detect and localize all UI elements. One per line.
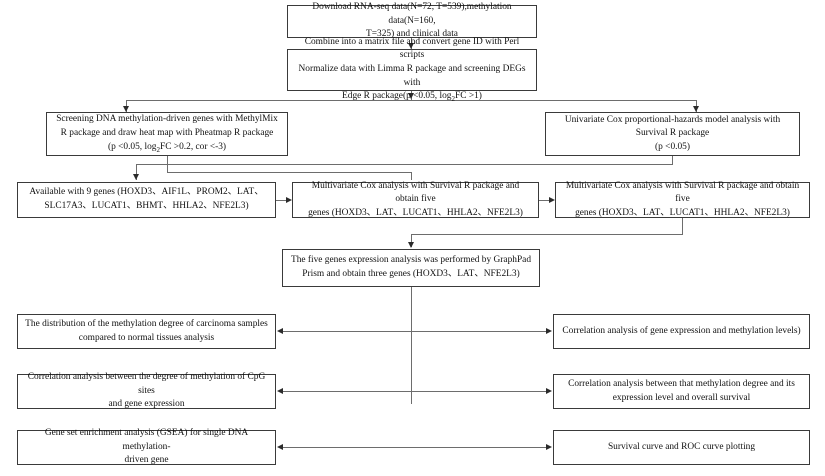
node-text: Multivariate Cox analysis with Survival … (565, 180, 800, 218)
connector-n5-n6 (276, 200, 290, 201)
arrow-into-n5-icon (133, 174, 139, 180)
arrow-n5-n6-icon (286, 197, 292, 203)
node-univariate-cox: Univariate Cox proportional-hazards mode… (545, 112, 800, 156)
node-text: Screening DNA methylation-driven genes w… (56, 114, 278, 154)
connector-n7-drop (682, 218, 683, 234)
connector-n8-spine (411, 287, 412, 404)
node-text: Combine into a matrix file and convert g… (298, 36, 526, 104)
connector-n7-run (411, 234, 683, 235)
arrow-n6-n7-icon (549, 197, 555, 203)
node-text: Correlation analysis between that methyl… (568, 378, 795, 403)
connector-n12-n11 (281, 391, 550, 392)
node-correlation-expression-methylation: Correlation analysis of gene expression … (553, 314, 810, 349)
node-correlation-cpg-expression: Correlation analysis between the degree … (17, 372, 276, 410)
arrow-into-n4-icon (693, 106, 699, 112)
node-gsea-analysis: Gene set enrichment analysis (GSEA) for … (17, 428, 276, 466)
connector-n14-n13 (281, 447, 550, 448)
node-text: Available with 9 genes (HOXD3、AIF1L、PROM… (29, 187, 264, 211)
node-text: The five genes expression analysis was p… (290, 255, 532, 279)
arrow-bus-to-n10-icon (546, 328, 552, 334)
connector-split-bar-row3 (126, 100, 696, 101)
node-combine-normalize: Combine into a matrix file and convert g… (287, 37, 537, 103)
node-text: Correlation analysis between the degree … (27, 372, 266, 410)
connector-n4-drop (672, 156, 673, 164)
arrow-n14-n13-icon (277, 444, 283, 450)
node-multivariate-cox-right: Multivariate Cox analysis with Survival … (555, 180, 810, 218)
arrow-into-n8-icon (408, 242, 414, 248)
connector-n10-n9 (281, 331, 550, 332)
node-multivariate-cox-mid: Multivariate Cox analysis with Survival … (292, 180, 539, 218)
arrow-n10-n9-icon (277, 328, 283, 334)
connector-n7-to-n8-drop (411, 234, 412, 247)
arrow-n12-n11-icon (277, 388, 283, 394)
connector-n4-run (136, 164, 673, 165)
arrow-n1-n2-icon (408, 43, 414, 49)
node-text: Univariate Cox proportional-hazards mode… (564, 114, 781, 152)
node-text: Download RNA-seq data(N=72, T=539),methy… (312, 2, 512, 40)
connector-n3-run (167, 172, 412, 173)
arrow-into-n3-icon (123, 106, 129, 112)
arrow-bus-to-n14-icon (546, 444, 552, 450)
node-text: Gene set enrichment analysis (GSEA) for … (44, 428, 249, 466)
arrow-bus-to-n12-icon (546, 388, 552, 394)
node-survival-roc-plotting: Survival curve and ROC curve plotting (553, 430, 810, 465)
node-text: The distribution of the methylation degr… (25, 318, 268, 343)
connector-n4-to-n5-drop (136, 164, 137, 180)
arrow-n2-stem-icon (408, 93, 414, 99)
node-correlation-methylation-survival: Correlation analysis between that methyl… (553, 374, 810, 409)
connector-n6-n7 (539, 200, 553, 201)
connector-n3-to-n6-drop (411, 172, 412, 180)
node-text: Survival curve and ROC curve plotting (607, 441, 756, 452)
node-five-genes-graphpad: The five genes expression analysis was p… (282, 249, 540, 287)
node-text: Multivariate Cox analysis with Survival … (308, 180, 523, 218)
node-text: Correlation analysis of gene expression … (562, 325, 801, 336)
node-methylation-distribution: The distribution of the methylation degr… (17, 314, 276, 349)
node-available-9-genes: Available with 9 genes (HOXD3、AIF1L、PROM… (17, 182, 276, 218)
node-download-data: Download RNA-seq data(N=72, T=539),methy… (287, 2, 537, 39)
node-screening-methylation-driven: Screening DNA methylation-driven genes w… (46, 112, 288, 156)
